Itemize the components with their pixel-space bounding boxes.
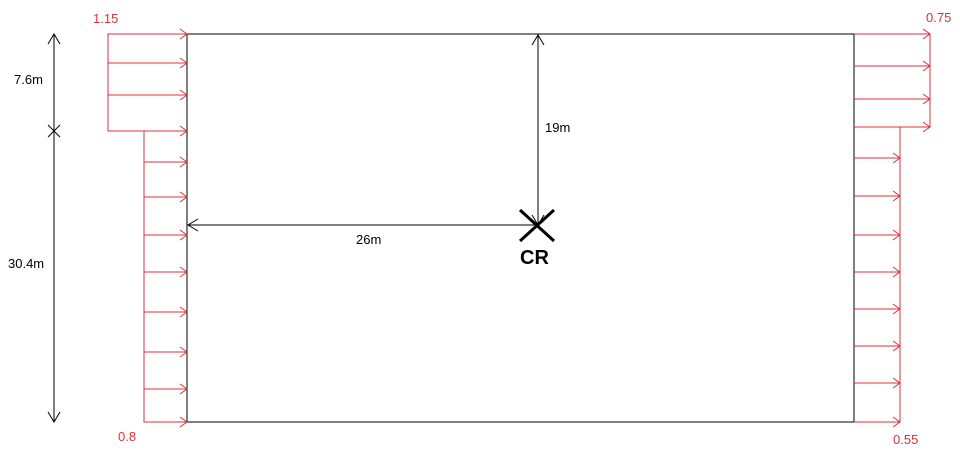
load-arrow [144, 191, 188, 203]
load-arrow [854, 377, 901, 389]
load-arrow [854, 416, 901, 428]
right-load-diagram [854, 33, 931, 423]
load-arrow [144, 416, 188, 428]
right-load-arrows [854, 28, 931, 428]
dimension-top-arrowhead [47, 33, 61, 45]
horizontal-offset-label: 26m [356, 232, 382, 247]
right-top-load-value: 0.75 [926, 10, 952, 25]
load-arrow [854, 229, 901, 241]
center-of-rigidity-label: CR [520, 247, 549, 269]
load-arrow [144, 156, 188, 168]
load-arrow [854, 303, 901, 315]
load-arrow [144, 229, 188, 241]
dimension-bottom-arrowhead [47, 411, 61, 423]
load-arrow [144, 125, 188, 137]
dimension-divider-mark [47, 124, 61, 138]
load-arrow [854, 266, 901, 278]
load-arrow [854, 93, 931, 105]
load-arrow [144, 306, 188, 318]
load-arrow [854, 152, 901, 164]
left-bottom-load-value: 0.8 [118, 429, 137, 444]
load-arrow [854, 340, 901, 352]
vertical-offset-top-arrowhead [531, 34, 545, 46]
left-top-load-value: 1.15 [93, 11, 119, 26]
load-arrow [144, 266, 188, 278]
lower-height-label: 30.4m [8, 256, 45, 271]
center-of-rigidity-mark [518, 208, 556, 243]
load-arrow [854, 190, 901, 202]
load-arrow [854, 121, 931, 133]
load-arrow [854, 60, 931, 72]
load-arrow [108, 89, 188, 101]
vertical-offset-label: 19m [545, 120, 571, 135]
left-load-arrows [108, 28, 188, 428]
load-arrow [854, 28, 931, 40]
load-arrow [108, 28, 188, 40]
left-load-diagram [107, 33, 187, 423]
right-bottom-load-value: 0.55 [893, 432, 919, 447]
building-outline [186, 33, 855, 423]
load-arrow [144, 383, 188, 395]
horizontal-offset-left-arrowhead [187, 218, 199, 232]
load-arrow [108, 57, 188, 69]
load-arrow [144, 346, 188, 358]
upper-height-label: 7.6m [14, 72, 43, 87]
